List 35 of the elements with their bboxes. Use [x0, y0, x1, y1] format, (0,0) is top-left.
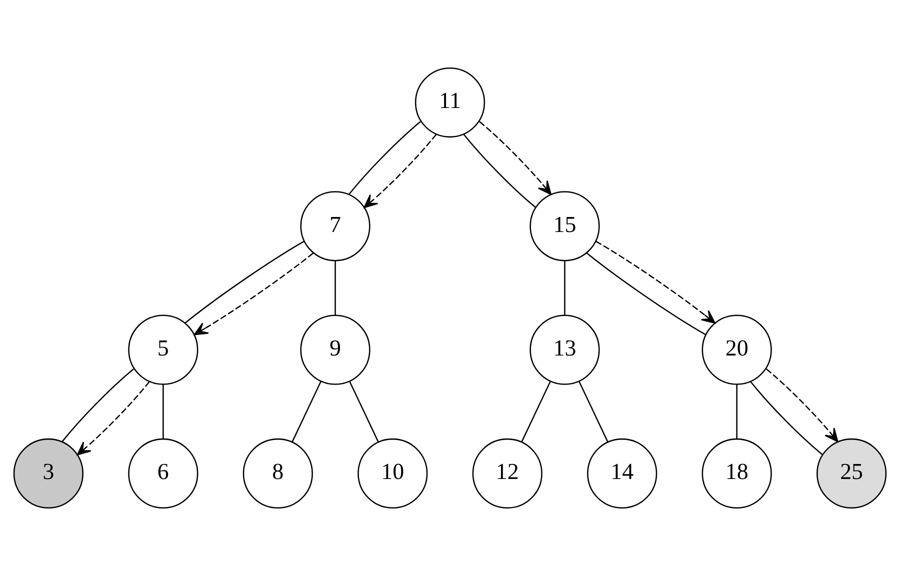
connector [162, 384, 164, 438]
connector [564, 260, 566, 315]
node-circle: 8 [242, 438, 313, 508]
arrow [76, 380, 150, 455]
connector [521, 380, 551, 442]
arrow [479, 120, 552, 194]
arrow [194, 252, 314, 335]
connector [578, 380, 608, 442]
node-circle: 7 [300, 190, 370, 261]
node-circle: 9 [300, 314, 370, 384]
node-circle: 20 [702, 314, 772, 384]
arrow [364, 133, 437, 208]
connector [463, 133, 536, 208]
connector [62, 368, 134, 442]
node-circle: 3 [13, 438, 84, 508]
connector [736, 384, 738, 438]
node-circle: 6 [128, 438, 198, 508]
node-circle: 15 [530, 190, 600, 261]
connector [750, 380, 823, 455]
connector [292, 380, 322, 442]
connector [348, 120, 421, 194]
node-circle: 25 [816, 438, 887, 508]
node-circle: 5 [128, 314, 198, 384]
connector [349, 380, 379, 442]
node-circle: 10 [358, 438, 428, 508]
arrow [596, 240, 716, 324]
node-circle: 14 [587, 438, 658, 508]
node-circle: 11 [414, 66, 486, 138]
connector [184, 240, 304, 324]
node-circle: 18 [702, 438, 772, 508]
arrow [766, 368, 838, 442]
connector [586, 252, 706, 335]
node-circle: 12 [472, 438, 542, 508]
node-circle: 13 [530, 314, 600, 384]
connector [334, 260, 336, 315]
